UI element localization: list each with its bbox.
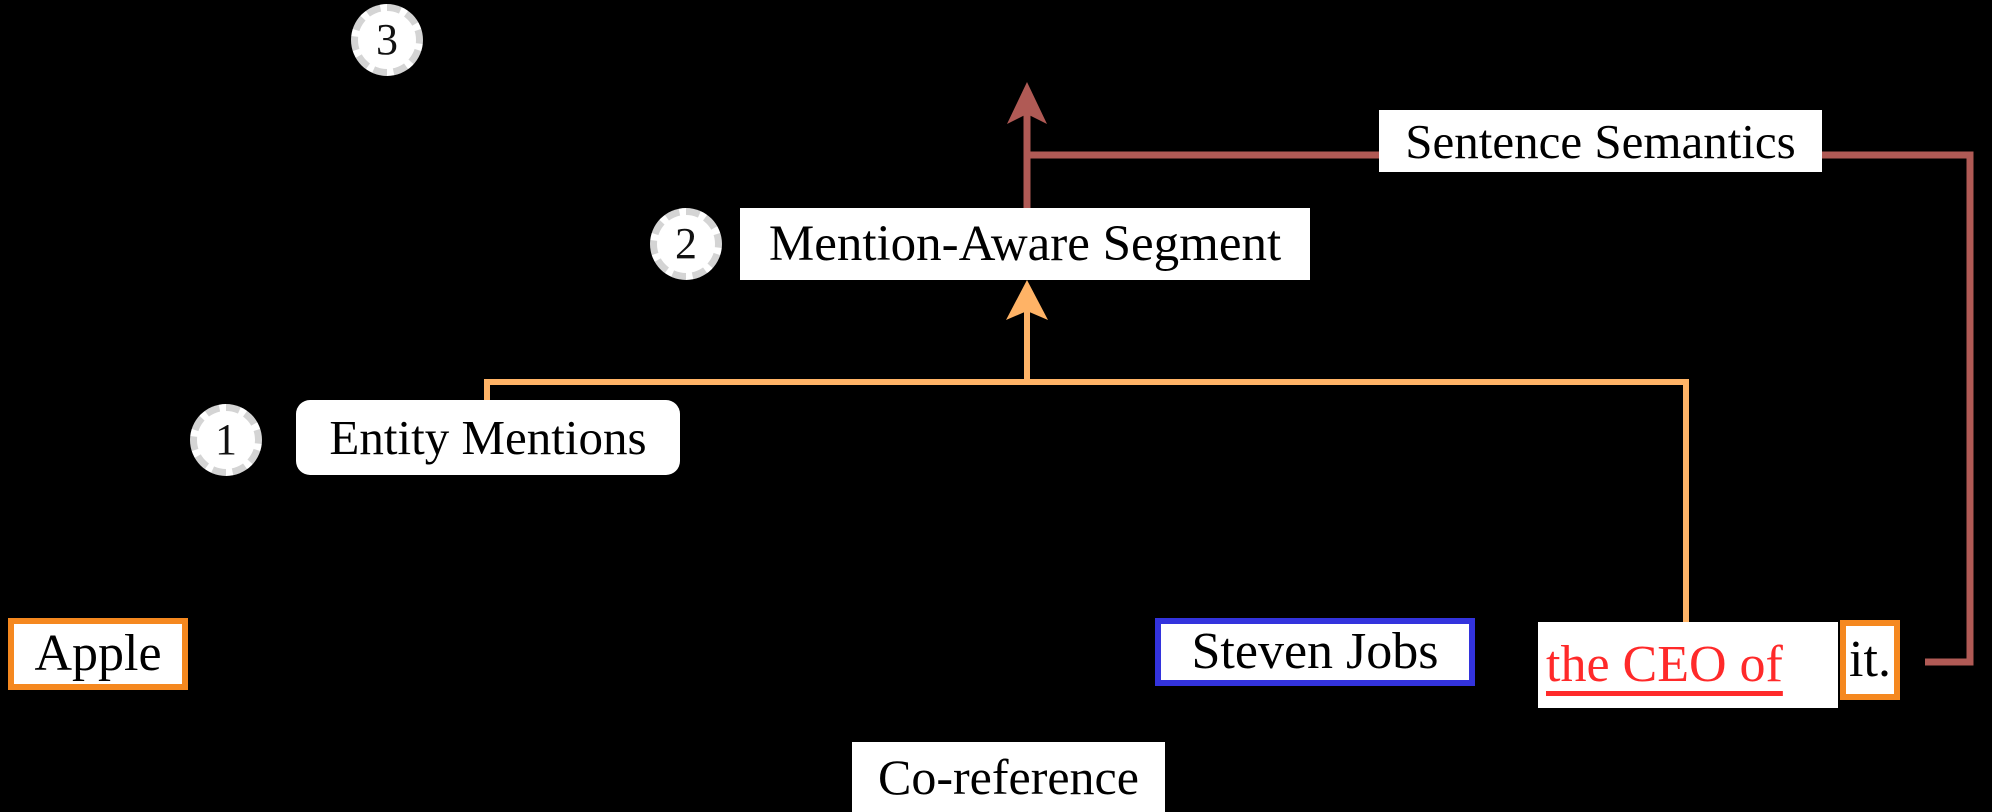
step-badge-2-label: 2 <box>675 219 697 268</box>
node-mention-aware-segment[interactable]: Mention-Aware Segment <box>740 208 1310 280</box>
step-badge-3[interactable]: 3 <box>351 4 423 76</box>
token-apple[interactable]: Apple <box>8 618 188 690</box>
token-apple-label: Apple <box>34 625 162 682</box>
node-mention-aware-segment-label: Mention-Aware Segment <box>768 215 1282 272</box>
step-badge-1[interactable]: 1 <box>190 404 262 476</box>
node-entity-mentions[interactable]: Entity Mentions <box>296 400 680 475</box>
node-sentence-semantics[interactable]: Sentence Semantics <box>1379 110 1822 172</box>
token-steven-jobs[interactable]: Steven Jobs <box>1155 618 1475 686</box>
node-sentence-semantics-label: Sentence Semantics <box>1405 113 1796 169</box>
annotation-coreference-label: Co-reference <box>878 749 1139 805</box>
token-the-ceo-of[interactable]: the CEO of <box>1538 622 1838 708</box>
step-badge-2[interactable]: 2 <box>650 208 722 280</box>
token-steven-jobs-label: Steven Jobs <box>1191 623 1439 680</box>
step-badge-3-label: 3 <box>376 15 398 64</box>
token-it-label: it. <box>1849 631 1891 688</box>
token-it[interactable]: it. <box>1840 620 1900 700</box>
annotation-coreference: Co-reference <box>852 742 1165 812</box>
token-the-ceo-of-label: the CEO of <box>1546 636 1783 693</box>
node-entity-mentions-label: Entity Mentions <box>329 410 647 465</box>
step-badge-1-label: 1 <box>215 415 237 464</box>
